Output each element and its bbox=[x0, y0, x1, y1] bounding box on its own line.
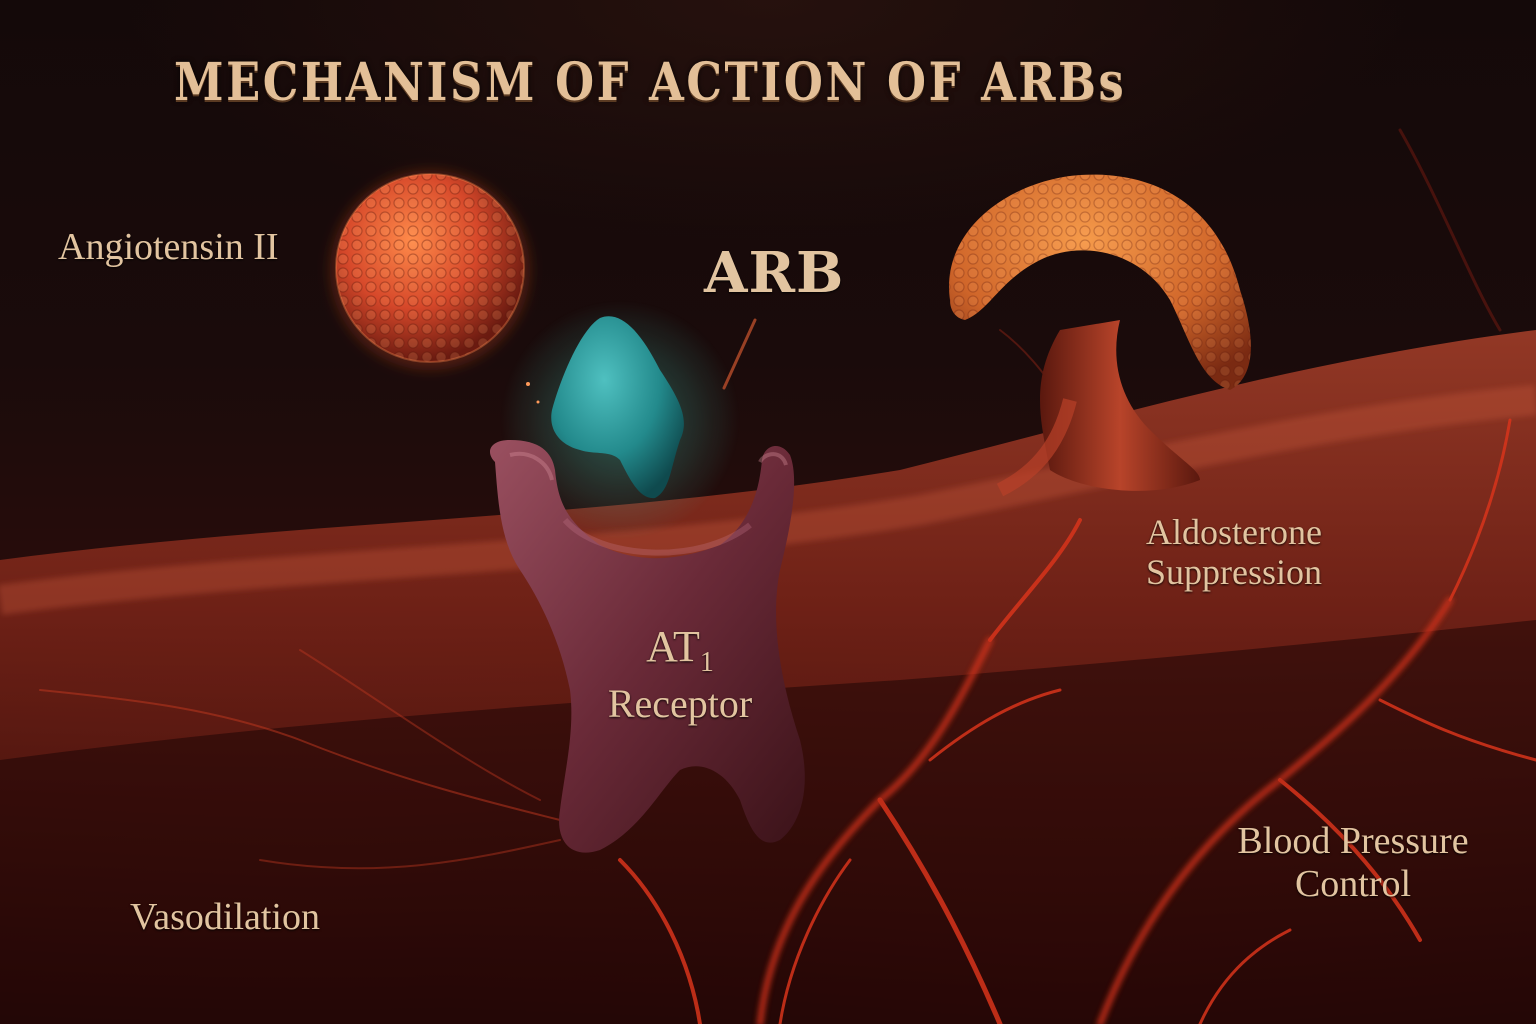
angiotensin-ii-molecule bbox=[330, 170, 530, 370]
diagram-title: MECHANISM OF ACTION OF ARBs bbox=[174, 52, 1127, 113]
label-at1-subscript: 1 bbox=[699, 647, 714, 678]
label-blood-pressure-control: Blood Pressure Control bbox=[1218, 820, 1488, 905]
label-bp-line1: Blood Pressure bbox=[1237, 820, 1469, 862]
arb-molecule bbox=[500, 300, 740, 540]
label-angiotensin-ii: Angiotensin II bbox=[58, 226, 279, 268]
label-vasodilation: Vasodilation bbox=[130, 896, 320, 938]
at1-receptor bbox=[490, 440, 805, 853]
label-aldosterone-suppression: Aldosterone Suppression bbox=[1124, 512, 1344, 593]
blood-vessels bbox=[39, 128, 1536, 1024]
arb-pointer-line bbox=[722, 318, 757, 390]
label-at1-main: AT bbox=[646, 622, 700, 671]
label-aldosterone-line1: Aldosterone bbox=[1146, 512, 1322, 552]
adrenal-gland-structure bbox=[949, 174, 1251, 497]
label-receptor-word: Receptor bbox=[607, 681, 753, 727]
label-at1-receptor: AT1 Receptor bbox=[590, 622, 770, 727]
label-aldosterone-line2: Suppression bbox=[1145, 552, 1322, 593]
label-bp-line2: Control bbox=[1294, 862, 1412, 905]
label-arb: ARB bbox=[704, 240, 845, 306]
